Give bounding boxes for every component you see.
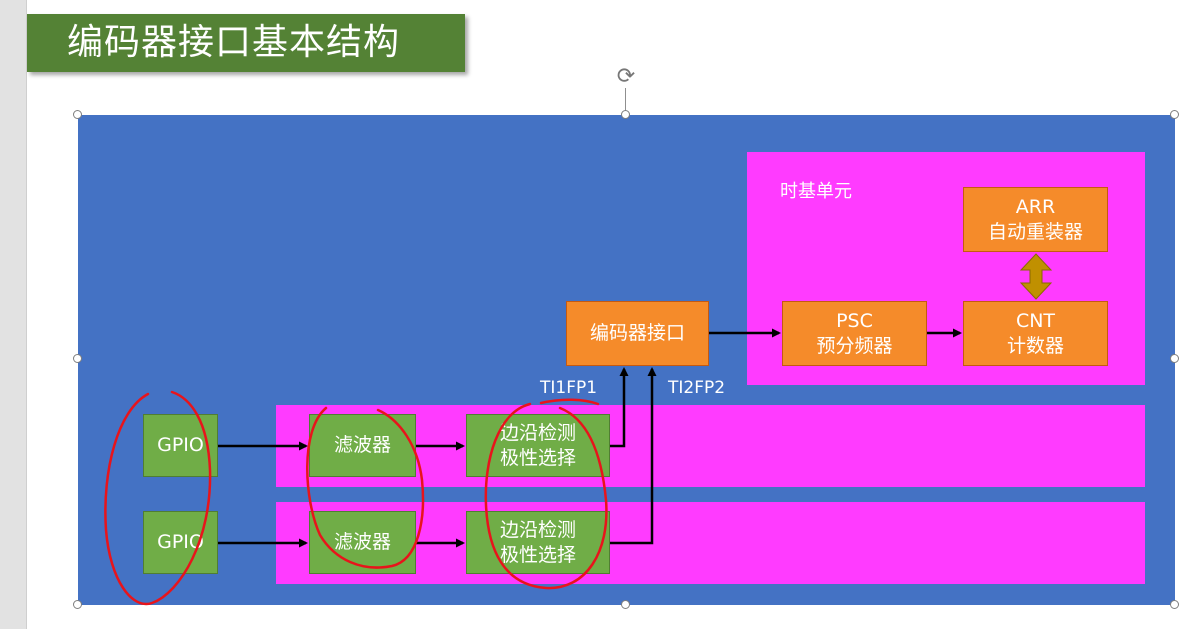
selection-handle-top-left[interactable] xyxy=(73,110,82,119)
arr-block[interactable]: ARR 自动重装器 xyxy=(963,187,1108,252)
arrow-arr-cnt-bidirectional xyxy=(1019,253,1053,300)
arrow-ti2fp2 xyxy=(610,367,657,545)
selection-handle-bottom-left[interactable] xyxy=(73,600,82,609)
edge-polarity-2-block[interactable]: 边沿检测 极性选择 xyxy=(466,511,610,574)
selection-handle-bottom-right[interactable] xyxy=(1170,600,1179,609)
encoder-interface-block[interactable]: 编码器接口 xyxy=(566,301,709,366)
edge-polarity-1-block[interactable]: 边沿检测 极性选择 xyxy=(466,414,610,477)
selection-handle-bottom-center[interactable] xyxy=(621,600,630,609)
red-annotation-filter xyxy=(306,406,425,569)
red-annotation-edge xyxy=(484,402,608,590)
slide-title[interactable]: 编码器接口基本结构 xyxy=(27,14,465,72)
rotate-handle-stem xyxy=(625,88,626,114)
red-annotation-underline xyxy=(539,398,600,406)
selection-handle-middle-left[interactable] xyxy=(73,354,82,363)
cnt-block[interactable]: CNT 计数器 xyxy=(963,301,1108,366)
time-base-unit-label: 时基单元 xyxy=(780,181,852,202)
signal-ti2fp2-label: TI2FP2 xyxy=(668,378,726,398)
signal-ti1fp1-label: TI1FP1 xyxy=(540,378,598,398)
selection-handle-top-right[interactable] xyxy=(1170,110,1179,119)
psc-block[interactable]: PSC 预分频器 xyxy=(782,301,927,366)
red-annotation-gpio xyxy=(104,390,212,606)
gpio-1-block[interactable]: GPIO xyxy=(143,414,218,477)
left-sidebar-strip xyxy=(0,0,27,629)
filter-2-block[interactable]: 滤波器 xyxy=(309,511,416,574)
selection-handle-middle-right[interactable] xyxy=(1170,354,1179,363)
selection-handle-top-center[interactable] xyxy=(621,110,630,119)
arrow-ti1fp1 xyxy=(610,367,629,448)
rotate-handle-icon[interactable]: ⟳ xyxy=(616,64,636,89)
gpio-2-block[interactable]: GPIO xyxy=(143,511,218,574)
